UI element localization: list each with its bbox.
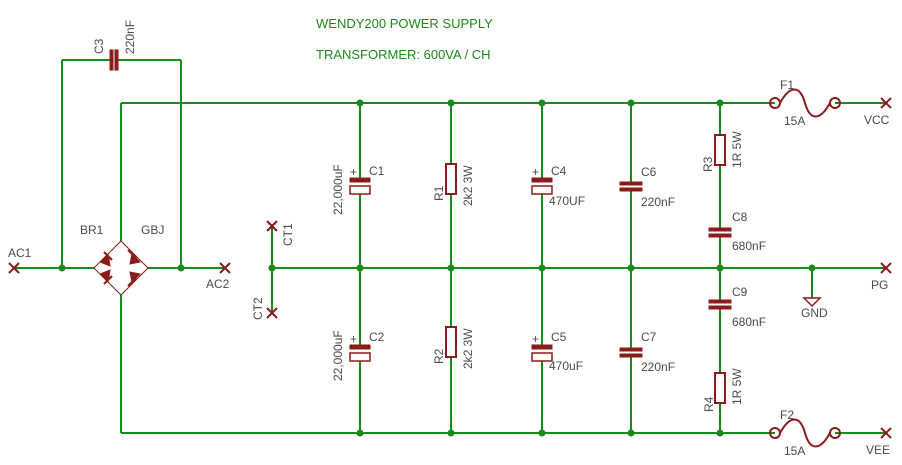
vee-label: VEE [866,443,890,457]
vee-terminal [880,427,892,439]
pg-label: PG [871,278,888,292]
r1-value: 2k2 3W [461,165,475,206]
c8-value: 680nF [732,239,766,253]
ac1-label: AC1 [8,246,32,260]
ct1-terminal [266,220,278,232]
c2-name: C2 [369,330,385,344]
svg-text:+: + [532,332,539,346]
r2-value: 2k2 3W [461,328,475,369]
r1-name: R1 [432,185,446,201]
c4-name: C4 [551,164,567,178]
f1-value: 15A [784,114,805,128]
c9-value: 680nF [732,315,766,329]
svg-text:+: + [532,165,539,179]
title-line-1: WENDY200 POWER SUPPLY [316,16,493,31]
c4-value: 470UF [549,194,585,208]
svg-text:+: + [350,332,357,346]
resistor-r4: R4 1R 5W [702,368,744,412]
c7-name: C7 [641,330,657,344]
bridge-rectifier-br1: BR1 GBJ [80,223,164,296]
terminal-markers [8,97,892,439]
ct1-label: CT1 [281,223,295,246]
capacitor-c7: C7 220nF [619,330,675,374]
f1-name: F1 [780,78,794,92]
c5-value: 470uF [549,359,583,373]
r4-value: 1R 5W [730,368,744,405]
svg-text:+: + [350,165,357,179]
capacitor-c9: C9 680nF [708,285,766,329]
vcc-label: VCC [864,113,890,127]
ct2-terminal [266,307,278,319]
c3-name: C3 [92,38,106,54]
c1-name: C1 [369,164,385,178]
br1-name: BR1 [80,223,104,237]
r3-value: 1R 5W [730,131,744,168]
capacitor-c3: C3 220nF [92,20,137,71]
ac1-terminal [8,262,20,274]
f2-name: F2 [780,408,794,422]
c3-value: 220nF [123,20,137,54]
capacitor-c2: + C2 22,000uF [331,330,385,381]
resistor-r3: R3 1R 5W [701,131,744,172]
c7-value: 220nF [641,360,675,374]
capacitor-c8: C8 680nF [708,210,766,253]
gnd-label: GND [801,306,828,320]
r2-name: R2 [432,348,446,364]
fuse-f2: F2 15A [769,408,841,458]
c2-value: 22,000uF [331,330,345,381]
br1-value: GBJ [141,223,164,237]
capacitor-c5: + C5 470uF [531,330,583,373]
resistor-r1: R1 2k2 3W [432,163,475,206]
c5-name: C5 [551,330,567,344]
resistor-r2: R2 2k2 3W [432,326,475,369]
capacitor-c6: C6 220nF [619,165,675,209]
f2-value: 15A [784,444,805,458]
ac2-label: AC2 [206,277,230,291]
capacitor-c1: + C1 22,000uF [331,164,385,215]
fuse-f1: F1 15A [769,78,841,128]
ground-symbol: GND [801,297,828,320]
c1-value: 22,000uF [331,164,345,215]
junction-dots [58,99,816,437]
title-line-2: TRANSFORMER: 600VA / CH [316,47,491,62]
c8-name: C8 [732,210,748,224]
capacitor-c4: + C4 470UF [531,164,585,208]
vcc-terminal [880,97,892,109]
c6-value: 220nF [641,195,675,209]
r3-name: R3 [701,156,715,172]
ct2-label: CT2 [251,297,265,320]
r4-name: R4 [702,396,716,412]
c6-name: C6 [641,165,657,179]
pg-terminal [880,262,892,274]
c9-name: C9 [732,285,748,299]
ac2-terminal [219,262,231,274]
